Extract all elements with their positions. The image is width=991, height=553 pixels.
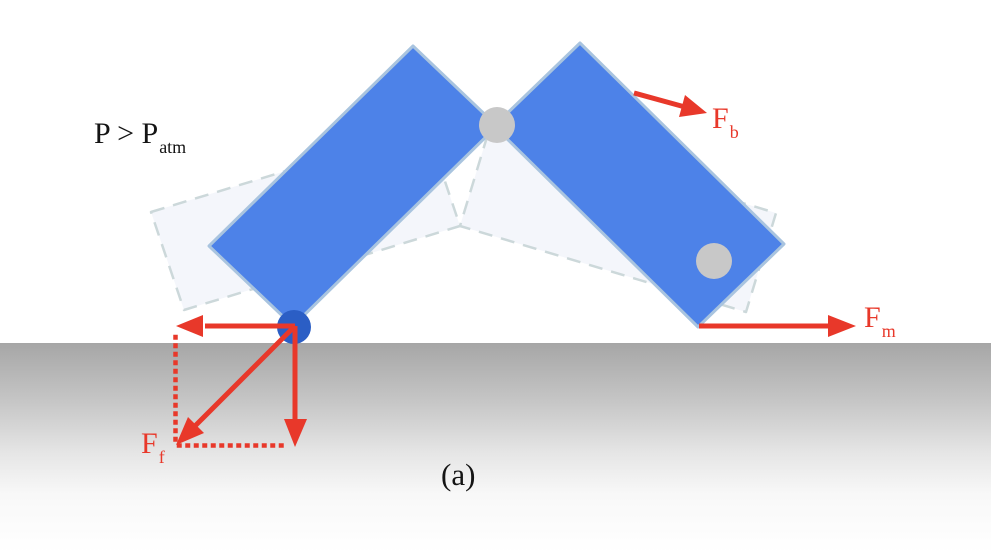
pressure-label-subscript: atm — [159, 137, 187, 157]
ground-surface — [0, 343, 991, 553]
force-b-label-base: F — [712, 102, 729, 135]
pressure-label-base: P > P — [94, 117, 159, 150]
force-b-label-subscript: b — [729, 122, 739, 142]
force-arrow-fb — [633, 90, 707, 117]
force-m-label-subscript: m — [881, 321, 896, 341]
force-arrow-fm — [699, 315, 856, 337]
force-m-label: Fm — [864, 301, 896, 341]
force-f-label-base: F — [141, 427, 158, 460]
pressure-label: P > Patm — [94, 117, 186, 157]
force-f-label-subscript: f — [158, 447, 165, 467]
force-m-label-base: F — [864, 301, 881, 334]
caption-label: (a) — [441, 457, 476, 492]
force-arrow-left — [176, 315, 295, 337]
apex-joint — [479, 107, 515, 143]
force-arrow-friction-resultant — [176, 324, 297, 445]
force-b-label: Fb — [712, 102, 739, 142]
force-f-label: Ff — [141, 427, 165, 467]
right-link-joint — [696, 243, 732, 279]
force-arrow-down — [284, 326, 307, 447]
